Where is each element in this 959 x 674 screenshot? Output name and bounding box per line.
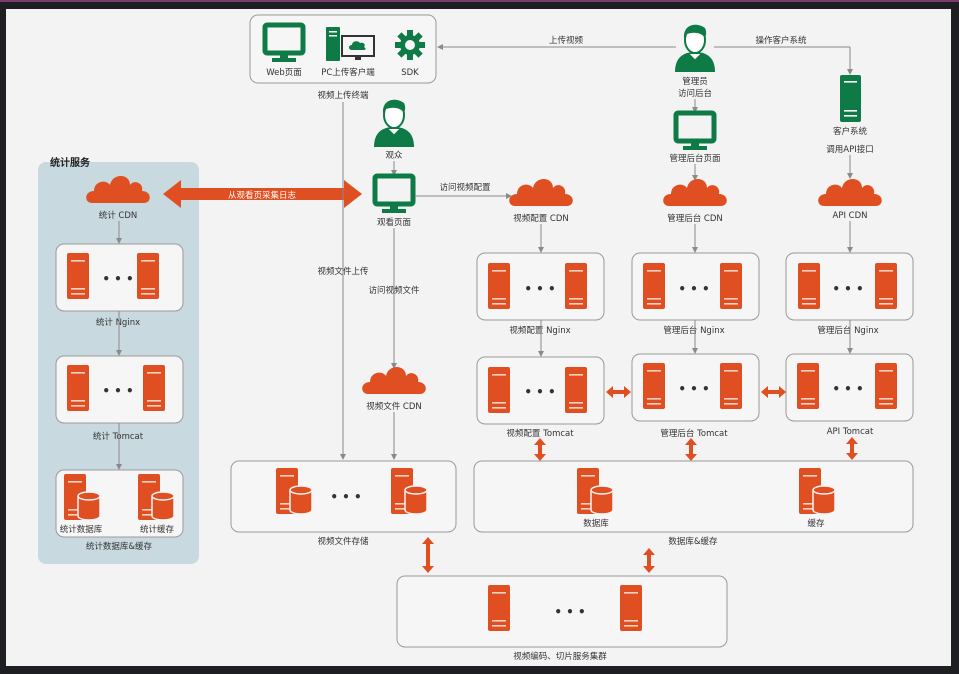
- server-icon: [67, 365, 89, 411]
- ellipsis: • • •: [524, 282, 555, 296]
- server-icon: [67, 253, 89, 299]
- video-config-nginx-label: 视频配置 Nginx: [509, 325, 570, 336]
- transcode-cluster[interactable]: [396, 575, 728, 648]
- ellipsis: • • •: [832, 382, 863, 396]
- stats-cache-label: 统计缓存: [140, 524, 175, 535]
- ellipsis: • • •: [102, 272, 133, 286]
- ellipsis: • • •: [832, 282, 863, 296]
- video-file-cdn-cloud-icon: [362, 367, 426, 394]
- tomcat-link-arrow: [761, 386, 786, 398]
- server-icon: [488, 585, 510, 631]
- stats-service-title: 统计服务: [50, 156, 91, 169]
- ellipsis: • • •: [330, 490, 361, 504]
- video-file-cdn-label: 视频文件 CDN: [366, 401, 422, 412]
- pc-upload-client-terminal[interactable]: PC上传客户端: [321, 27, 375, 78]
- server-icon: [620, 585, 642, 631]
- db-link-arrow: [534, 438, 546, 461]
- api-tomcat-label: API Tomcat: [827, 427, 874, 437]
- operate-customer-system-label: 操作客户系统: [755, 35, 807, 46]
- gear-icon: [395, 30, 425, 60]
- admin-cdn-cloud-icon: [663, 179, 727, 206]
- video-config-cdn-cloud-icon: [509, 179, 573, 206]
- db-label: 数据库: [583, 518, 609, 529]
- stats-storage-label: 统计数据库&缓存: [86, 541, 153, 552]
- video-config-cdn-label: 视频配置 CDN: [513, 213, 569, 224]
- db-link-arrow: [685, 438, 697, 461]
- admin-page-node[interactable]: 管理后台页面: [669, 113, 721, 164]
- admin-label: 管理员: [682, 76, 708, 87]
- server-icon: [565, 367, 587, 413]
- admin-tomcat-label: 管理后台 Tomcat: [660, 428, 728, 439]
- watch-page-label: 观看页面: [377, 217, 412, 228]
- server-icon: [488, 367, 510, 413]
- admin-nginx-label: 管理后台 Nginx: [663, 325, 724, 336]
- tomcat-link-arrow: [606, 386, 631, 398]
- api-cdn-label: API CDN: [833, 211, 868, 221]
- architecture-diagram: 统计服务 统计 CDN • • • 统计 Nginx • • • 统计 Tomc…: [6, 9, 951, 666]
- monitor-icon: [375, 176, 413, 213]
- db-cache-label: 数据库&缓存: [668, 536, 718, 547]
- server-icon: [143, 365, 165, 411]
- server-icon: [643, 263, 665, 309]
- ellipsis: • • •: [554, 605, 585, 619]
- sdk-terminal[interactable]: SDK: [395, 30, 425, 78]
- server-icon: [720, 263, 742, 309]
- customer-system-node[interactable]: 客户系统: [833, 75, 868, 137]
- stats-cdn-label: 统计 CDN: [99, 210, 138, 221]
- ellipsis: • • •: [524, 385, 555, 399]
- log-collection-arrow: [163, 180, 362, 208]
- server-icon: [643, 363, 665, 409]
- db-link-arrow: [846, 437, 858, 460]
- stats-db-label: 统计数据库: [60, 524, 103, 535]
- admin-person-icon: [674, 23, 716, 73]
- admin-page-label: 管理后台页面: [669, 153, 721, 164]
- upload-terminals-caption: 视频上传终端: [317, 90, 369, 101]
- server-icon: [875, 363, 897, 409]
- web-page-label: Web页面: [266, 68, 302, 78]
- server-icon: [137, 253, 159, 299]
- web-page-terminal[interactable]: Web页面: [265, 25, 303, 78]
- sdk-label: SDK: [401, 68, 419, 78]
- monitor-icon: [676, 113, 714, 150]
- pc-upload-client-label: PC上传客户端: [321, 67, 375, 78]
- db-cache-cluster[interactable]: [473, 460, 914, 533]
- stats-nginx-label: 统计 Nginx: [96, 317, 140, 328]
- server-icon: [797, 363, 819, 409]
- upload-video-label: 上传视频: [549, 35, 584, 46]
- server-icon: [720, 363, 742, 409]
- transcode-link-arrow: [422, 537, 434, 573]
- cache-label: 缓存: [807, 518, 825, 529]
- admin-sub-label: 访问后台: [678, 88, 712, 99]
- access-video-config-label: 访问视频配置: [439, 182, 491, 193]
- viewer-label: 观众: [385, 151, 403, 161]
- diagram-svg: 统计服务 统计 CDN • • • 统计 Nginx • • • 统计 Tomc…: [38, 14, 914, 662]
- ellipsis: • • •: [102, 384, 133, 398]
- api-cdn-cloud-icon: [818, 179, 882, 206]
- server-icon: [875, 263, 897, 309]
- watch-page-node[interactable]: 观看页面: [375, 176, 413, 228]
- server-icon: [798, 263, 820, 309]
- transcode-label: 视频编码、切片服务集群: [513, 651, 607, 662]
- log-collection-label: 从观看页采集日志: [228, 190, 297, 201]
- ellipsis: • • •: [678, 282, 709, 296]
- ellipsis: • • •: [678, 382, 709, 396]
- transcode-link-arrow: [643, 548, 655, 573]
- server-icon: [565, 263, 587, 309]
- viewer-person-icon: [373, 98, 415, 148]
- access-video-file-label: 访问视频文件: [368, 285, 420, 296]
- stats-tomcat-label: 统计 Tomcat: [93, 431, 144, 442]
- window-top-edge: [0, 0, 959, 2]
- video-file-upload-label: 视频文件上传: [317, 266, 369, 277]
- video-config-tomcat-label: 视频配置 Tomcat: [506, 428, 574, 439]
- call-api-label: 调用API接口: [826, 144, 873, 155]
- server-icon: [488, 263, 510, 309]
- api-nginx-label: 管理后台 Nginx: [817, 325, 878, 336]
- video-storage-label: 视频文件存储: [317, 536, 369, 547]
- customer-system-label: 客户系统: [833, 126, 868, 137]
- admin-cdn-label: 管理后台 CDN: [667, 213, 723, 224]
